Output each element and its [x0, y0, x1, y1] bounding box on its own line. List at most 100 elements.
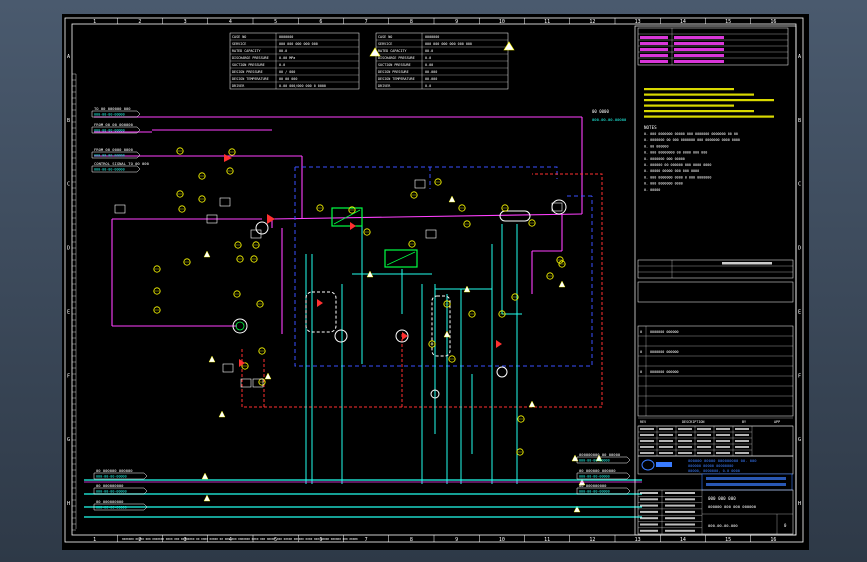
- table-cell-label: SERVICE: [232, 42, 246, 46]
- table-cell-label: SERVICE: [378, 42, 392, 46]
- revision-number: 0: [640, 330, 642, 334]
- note-line: 0. 00000: [644, 188, 660, 192]
- pump-symbols: [232, 199, 567, 399]
- revision-description: 0000000 000000: [650, 350, 679, 354]
- column-number: 10: [499, 537, 505, 543]
- note-line: 0. 00000 00000 000 000 0000: [644, 169, 699, 173]
- table-cell-value: 000 000 000 000 000 000: [425, 42, 472, 46]
- column-number: 12: [589, 19, 595, 25]
- process-lines-magenta: [94, 116, 583, 334]
- row-letter: B: [798, 118, 801, 124]
- revision-header: DESCRIPTION: [682, 420, 704, 424]
- table-cell-value: 0000000: [279, 35, 293, 39]
- row-letter: H: [67, 501, 70, 507]
- row-letter: G: [798, 437, 801, 443]
- table-cell-label: CASE NO: [232, 35, 246, 39]
- table-cell-value: 0000000: [425, 35, 439, 39]
- row-letter: E: [67, 309, 70, 315]
- svg-text:NOTES: NOTES: [644, 125, 657, 130]
- control-boundary-blue: [294, 166, 593, 367]
- column-number: 2: [138, 537, 141, 543]
- note-line: 0. 000 0000000 00000 000 0000000 0000000…: [644, 132, 738, 136]
- left-ruler-ticks: [72, 73, 77, 531]
- table-cell-value: 0.00 000/000 000 0 0000: [279, 84, 326, 88]
- heat-exchanger-2: [384, 249, 418, 268]
- column-number: 15: [725, 19, 731, 25]
- company-name: 000000 00000 000000000 00. 000: [688, 458, 757, 463]
- table-cell-label: DESIGN TEMPERATURE: [378, 77, 415, 81]
- warning-triangle-icon: [369, 41, 515, 57]
- stream-label: CONTROL SIGNAL TO 00 000: [94, 161, 150, 166]
- note-line: 0. 0000000 00 000 0000000 000 0000000 00…: [644, 138, 740, 142]
- instrument-loops-white: [305, 291, 451, 357]
- revision-number: 0: [640, 350, 642, 354]
- table-cell-value: 0.00: [425, 63, 433, 67]
- column-number: 2: [138, 19, 141, 25]
- stream-line-number: 000-00-00-00000: [96, 490, 127, 494]
- column-number: 7: [365, 19, 368, 25]
- row-letter: B: [67, 118, 70, 124]
- table-cell-label: DESIGN PRESSURE: [232, 70, 263, 74]
- revision-header: BY: [742, 420, 746, 424]
- column-number: 11: [544, 19, 550, 25]
- stream-label: 00 000000000: [579, 483, 607, 488]
- stream-labels-bottom-left: 00 000000 000000000-00-00-0000000 000000…: [93, 468, 148, 511]
- column-number: 14: [680, 19, 686, 25]
- table-cell-label: DESIGN PRESSURE: [378, 70, 409, 74]
- column-number: 13: [635, 537, 641, 543]
- row-letter: E: [798, 309, 801, 315]
- table-cell-value: 00.0: [279, 49, 287, 53]
- stream-line-number: 000-00-00-00000: [96, 475, 127, 479]
- note-line: 0. 00 000000: [644, 144, 669, 148]
- table-cell-label: DISCHARGE PRESSURE: [378, 56, 415, 60]
- company-subline-2: 00000, 0000000, 0.0 0000: [688, 469, 740, 473]
- revision-header: REV: [640, 420, 646, 424]
- stream-line-number: 000-00-00-00000: [94, 154, 125, 158]
- note-line: 0. 0000000 000 00000: [644, 157, 685, 161]
- stream-line-number: 000-00-00-00000: [96, 506, 127, 510]
- column-number: 10: [499, 19, 505, 25]
- column-number: 3: [184, 19, 187, 25]
- stream-line-number: 000-00-00-00000: [94, 113, 125, 117]
- column-number: 16: [770, 19, 776, 25]
- company-subline-1: 000000 00000 00000000: [688, 464, 733, 468]
- table-cell-value: 000 000 000 000 000: [279, 42, 318, 46]
- table-cell-value: 0.00 MPa: [279, 56, 295, 60]
- table-cell-value: 00.0: [425, 49, 433, 53]
- stream-label: FROM 00 00 000000: [94, 122, 134, 127]
- table-cell-label: DRIVER: [378, 84, 391, 88]
- column-number: 5: [274, 537, 277, 543]
- svg-text:00 0000: 00 0000: [592, 109, 609, 114]
- stream-label: 00 000000 000000: [579, 468, 616, 473]
- column-number: 9: [455, 19, 458, 25]
- row-letter: C: [798, 182, 801, 188]
- stream-label: 00 000000000: [96, 483, 124, 488]
- table-cell-value: 00 00 000: [279, 77, 297, 81]
- stream-line-number: 000-00-00-00000: [579, 475, 610, 479]
- table-cell-label: CASE NO: [378, 35, 392, 39]
- table-cell-label: DRIVER: [232, 84, 245, 88]
- row-letter: C: [67, 182, 70, 188]
- row-letter: F: [798, 373, 801, 379]
- table-cell-value: 00 / 000: [279, 70, 295, 74]
- row-letter: A: [67, 54, 70, 60]
- revision-number: 0: [784, 523, 787, 528]
- svg-text:000-00-00-00000: 000-00-00-00000: [592, 117, 627, 122]
- valves: [224, 154, 502, 367]
- column-number: 9: [455, 537, 458, 543]
- table-cell-value: 0.0: [425, 84, 431, 88]
- process-lines-cyan: [305, 214, 522, 484]
- note-line: 0. 000000 00 000000 000 0000 0000: [644, 163, 711, 167]
- table-cell-label: DISCHARGE PRESSURE: [232, 56, 269, 60]
- pump-wheel-icon: [235, 321, 245, 331]
- svg-text:0000000 00000 000 0000000 0000: 0000000 00000 000 0000000 0000 000 00000…: [122, 537, 358, 541]
- stream-line-number: 000-00-00-00000: [579, 490, 610, 494]
- stream-label: TO 00 000000 000: [94, 106, 131, 111]
- stream-line-number: 000-00-00-00000: [94, 129, 125, 133]
